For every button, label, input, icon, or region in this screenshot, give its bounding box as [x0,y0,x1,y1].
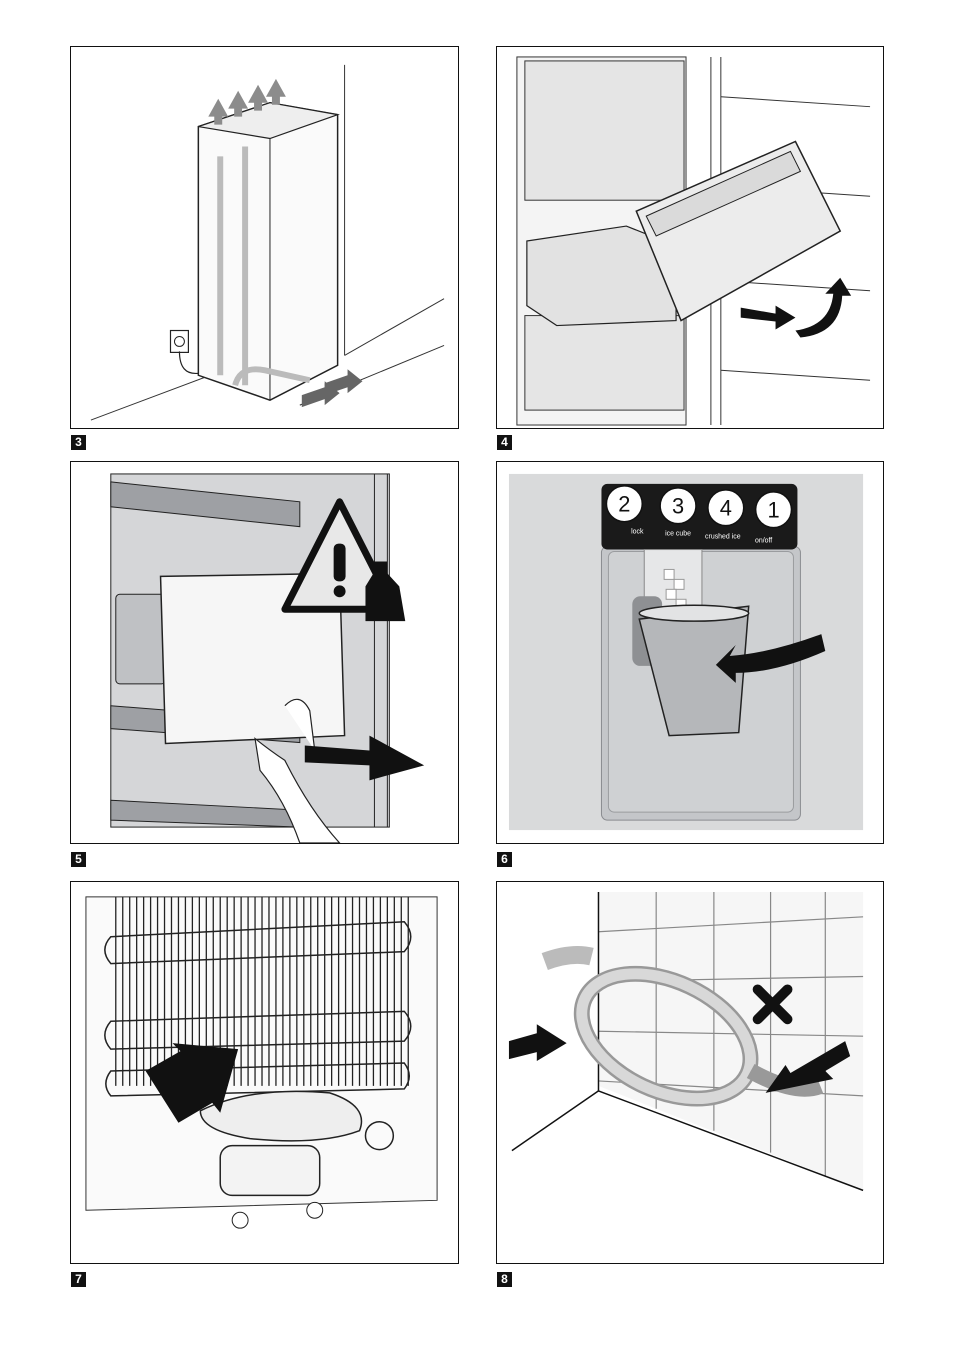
freezer-drawer-illustration [497,47,883,428]
figure-3-panel [70,46,459,429]
lock-number: 2 [618,492,630,517]
compressor [220,1146,319,1196]
crushed-ice-label: crushed ice [705,534,741,541]
ice-cube-number: 3 [672,494,684,519]
ice-cube-label: ice cube [665,531,691,538]
button-ice-cube[interactable]: 3 ice cube [660,488,696,538]
condenser-compressor-illustration [71,882,458,1263]
figure-7-panel [70,881,459,1264]
figure-number-7: 7 [71,1272,86,1287]
hose-installation-illustration [497,882,883,1263]
ventilation-illustration [71,47,458,428]
on-off-label: on/off [755,538,772,545]
figure-4-panel [496,46,884,429]
ice-dispenser-illustration: 2 lock 3 ice cube 4 crushed ice 1 on/off [497,462,883,843]
ice-box-removal-illustration [71,462,458,843]
figure-number-5: 5 [71,852,86,867]
on-off-number: 1 [767,498,779,523]
insert-arrow-icon [509,1024,567,1061]
crushed-ice-number: 4 [720,496,732,521]
figure-5-panel [70,461,459,844]
power-outlet-icon [170,331,188,353]
figure-6-panel: 2 lock 3 ice cube 4 crushed ice 1 on/off [496,461,884,844]
figure-number-4: 4 [497,435,512,450]
figure-number-6: 6 [497,852,512,867]
lock-label: lock [631,529,644,536]
figure-number-8: 8 [497,1272,512,1287]
figure-number-3: 3 [71,435,86,450]
figure-8-panel [496,881,884,1264]
button-crushed-ice[interactable]: 4 crushed ice [705,490,744,541]
pull-arrow-icon [741,306,796,330]
